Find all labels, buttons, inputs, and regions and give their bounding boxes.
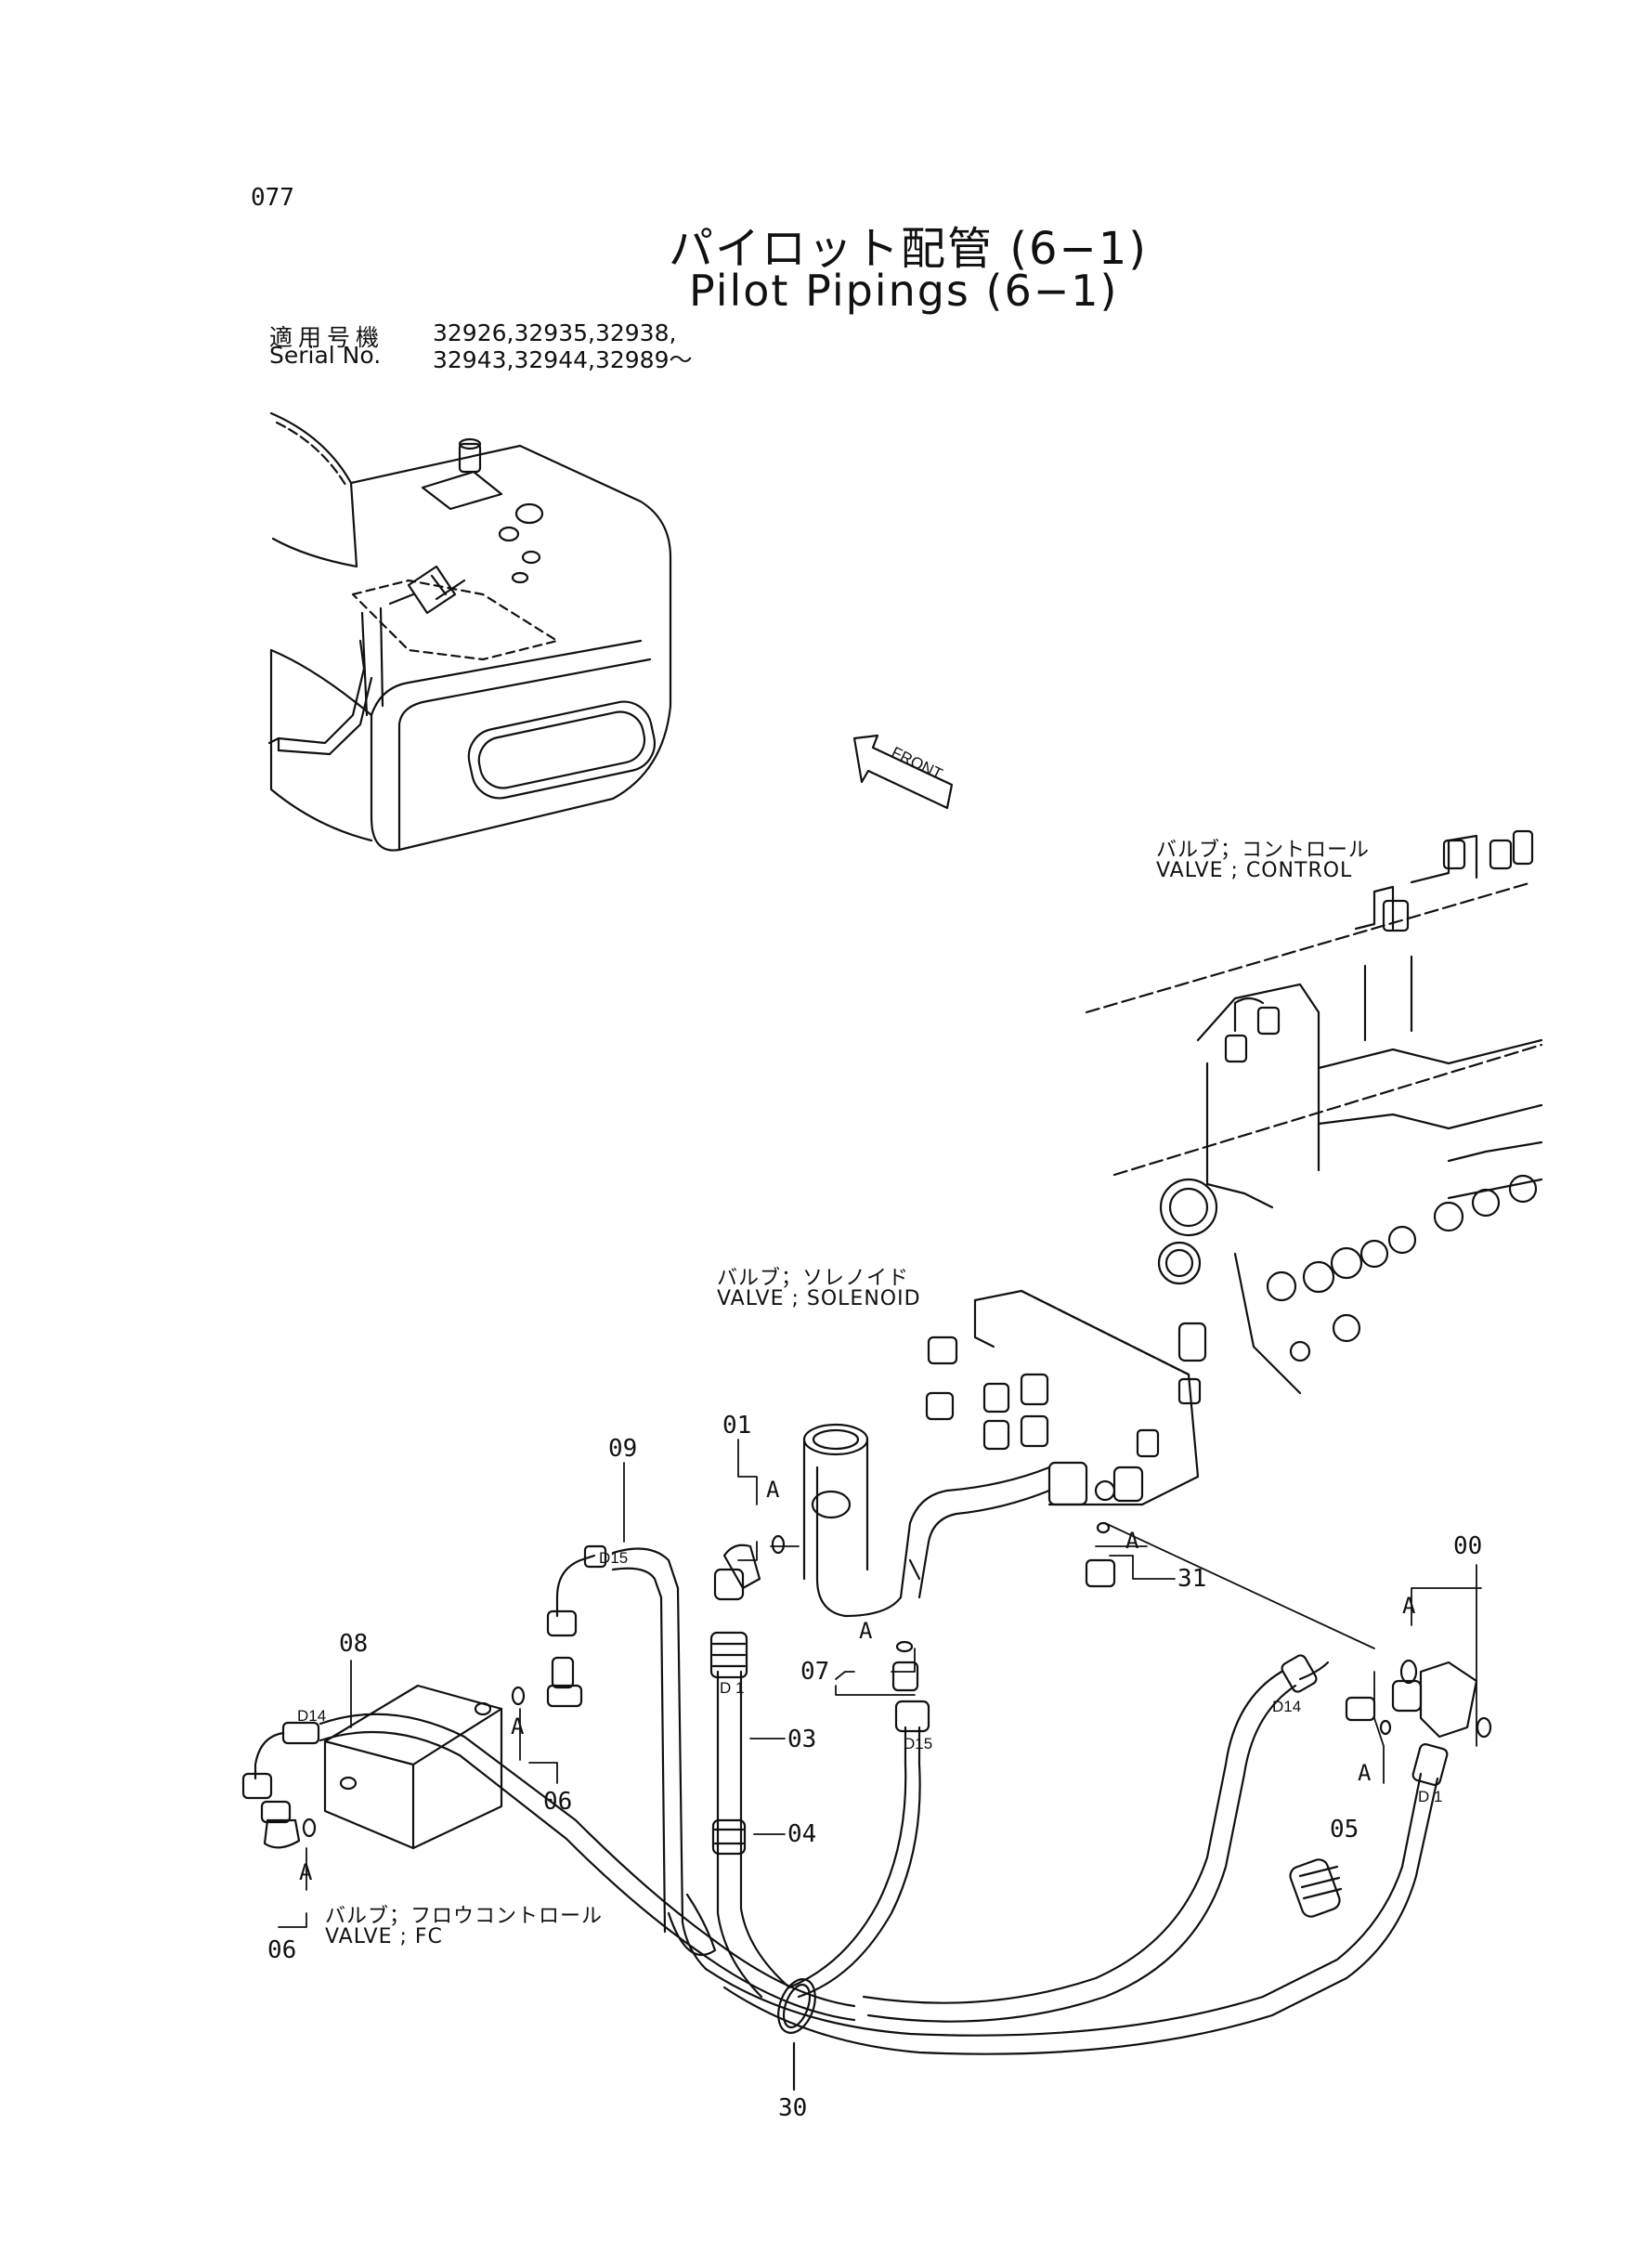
label-d14-right: D14 xyxy=(1272,1698,1302,1715)
serial-label-en: Serial No. xyxy=(269,342,382,369)
fittings xyxy=(260,1521,1492,1849)
solenoid-valve-illustration xyxy=(925,1289,1202,1506)
label-d15-lower: D15 xyxy=(904,1735,933,1752)
label-a-31: A xyxy=(1125,1528,1139,1554)
clamp-30 xyxy=(777,1978,816,2091)
fc-valve-label-jp: バルブ；フロウコントロール xyxy=(325,1905,604,1928)
hose-03-04 xyxy=(709,1631,791,1999)
fc-valve-illustration xyxy=(323,1684,717,1956)
label-a-01: A xyxy=(766,1477,780,1503)
control-valve-label-en: VALVE ; CONTROL xyxy=(1156,859,1353,882)
label-a-06-lower: A xyxy=(299,1859,313,1885)
part-number-30: 30 xyxy=(778,2094,808,2122)
part-number-06-lower: 06 xyxy=(267,1936,297,1964)
part-number-08: 08 xyxy=(339,1630,369,1658)
label-a-00: A xyxy=(1402,1593,1416,1619)
part-number-09: 09 xyxy=(608,1435,638,1463)
serial-values-line1: 32926,32935,32938, xyxy=(433,319,677,346)
control-valve-label-jp: バルブ；コントロール xyxy=(1156,839,1371,862)
control-valve-illustration xyxy=(1085,829,1543,1395)
label-d1-center: D 1 xyxy=(720,1679,745,1697)
part-number-01: 01 xyxy=(722,1412,752,1440)
label-a-06-upper: A xyxy=(511,1713,525,1739)
part-number-06-upper: 06 xyxy=(543,1788,573,1816)
hose-08 xyxy=(241,1713,856,2022)
part-number-31: 31 xyxy=(1177,1565,1207,1593)
label-d15-hose09: D15 xyxy=(599,1549,629,1567)
front-direction-arrow: FRONT xyxy=(852,734,954,810)
machine-overview-illustration xyxy=(267,411,672,852)
page-number: 077 xyxy=(251,184,294,212)
fc-valve-label-en: VALVE ; FC xyxy=(325,1925,443,1948)
label-a-05: A xyxy=(1358,1760,1372,1786)
title-japanese: パイロット配管 (6−1) xyxy=(669,223,1149,275)
title-english: Pilot Pipings (6−1) xyxy=(689,266,1119,316)
part-number-03: 03 xyxy=(787,1726,817,1753)
leader-lines xyxy=(278,1439,1482,1928)
pipe-assembly xyxy=(802,1423,1051,1618)
front-label: FRONT xyxy=(889,743,945,783)
serial-values-line2: 32943,32944,32989～ xyxy=(433,346,693,373)
hose-04-lower xyxy=(787,1700,930,1999)
serial-label-jp: 適用号機 xyxy=(269,324,385,351)
part-number-04: 04 xyxy=(787,1820,817,1848)
solenoid-valve-label-jp: バルブ；ソレノイド xyxy=(717,1267,910,1290)
hose-09 xyxy=(546,1544,708,1971)
part-number-00: 00 xyxy=(1453,1532,1483,1560)
label-a-07: A xyxy=(859,1618,873,1644)
label-d14-left: D14 xyxy=(297,1707,327,1725)
hose-right xyxy=(704,1654,1449,2055)
solenoid-valve-label-en: VALVE ; SOLENOID xyxy=(717,1287,921,1310)
label-d1-right: D 1 xyxy=(1418,1788,1443,1805)
part-number-07: 07 xyxy=(800,1658,830,1686)
part-number-05: 05 xyxy=(1330,1816,1359,1844)
